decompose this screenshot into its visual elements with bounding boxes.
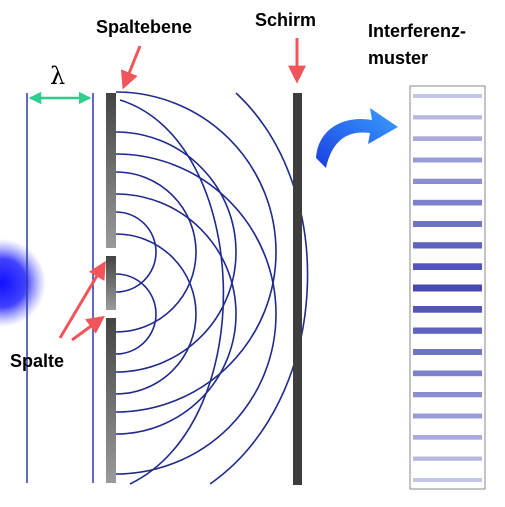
slit-plane-lower [106,318,116,483]
fringe-band [413,178,482,184]
slit-plane-upper [106,93,116,248]
label-interferenz-1: Interferenz- [368,21,466,41]
fringe-band [413,456,482,461]
fringe-band [413,435,482,440]
light-source-glow [0,239,46,327]
label-schirm: Schirm [255,10,316,30]
fringe-band [413,327,482,334]
fringe-band [413,370,482,377]
fringe-band [413,199,482,206]
label-spalte: Spalte [10,351,64,371]
fringe-band [413,413,482,419]
fringe-band [413,115,482,120]
fringe-band [413,478,482,482]
fringe-band [413,157,482,163]
fringe-band [413,349,482,355]
screen-bar [293,93,302,485]
wave-arcs [115,91,309,485]
fringe-band [413,221,482,227]
lambda-symbol: λ [50,62,65,90]
label-spaltebene: Spaltebene [96,17,192,37]
fringe-band [413,136,482,141]
pointer-slit-lower [71,315,105,342]
fringe-band [413,242,482,249]
interference-fringes [413,94,482,482]
fringe-band [413,263,482,270]
pointer-spaltebene [120,45,142,90]
fringe-band [413,306,482,313]
curved-arrow-icon [316,108,398,168]
fringe-band [413,94,482,98]
pointer-slit-upper [58,260,106,339]
slit-plane-middle [106,256,116,310]
label-interferenz-2: muster [368,48,428,68]
fringe-band [413,284,482,292]
fringe-band [413,392,482,398]
